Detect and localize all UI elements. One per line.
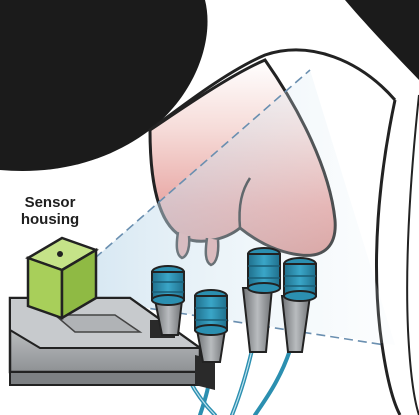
sensor-housing-label-line2: housing bbox=[14, 211, 86, 228]
sensor-callout-dot bbox=[57, 251, 63, 257]
sensor-housing-label: Sensor housing bbox=[14, 194, 86, 228]
sensor-housing-label-line1: Sensor bbox=[14, 194, 86, 211]
